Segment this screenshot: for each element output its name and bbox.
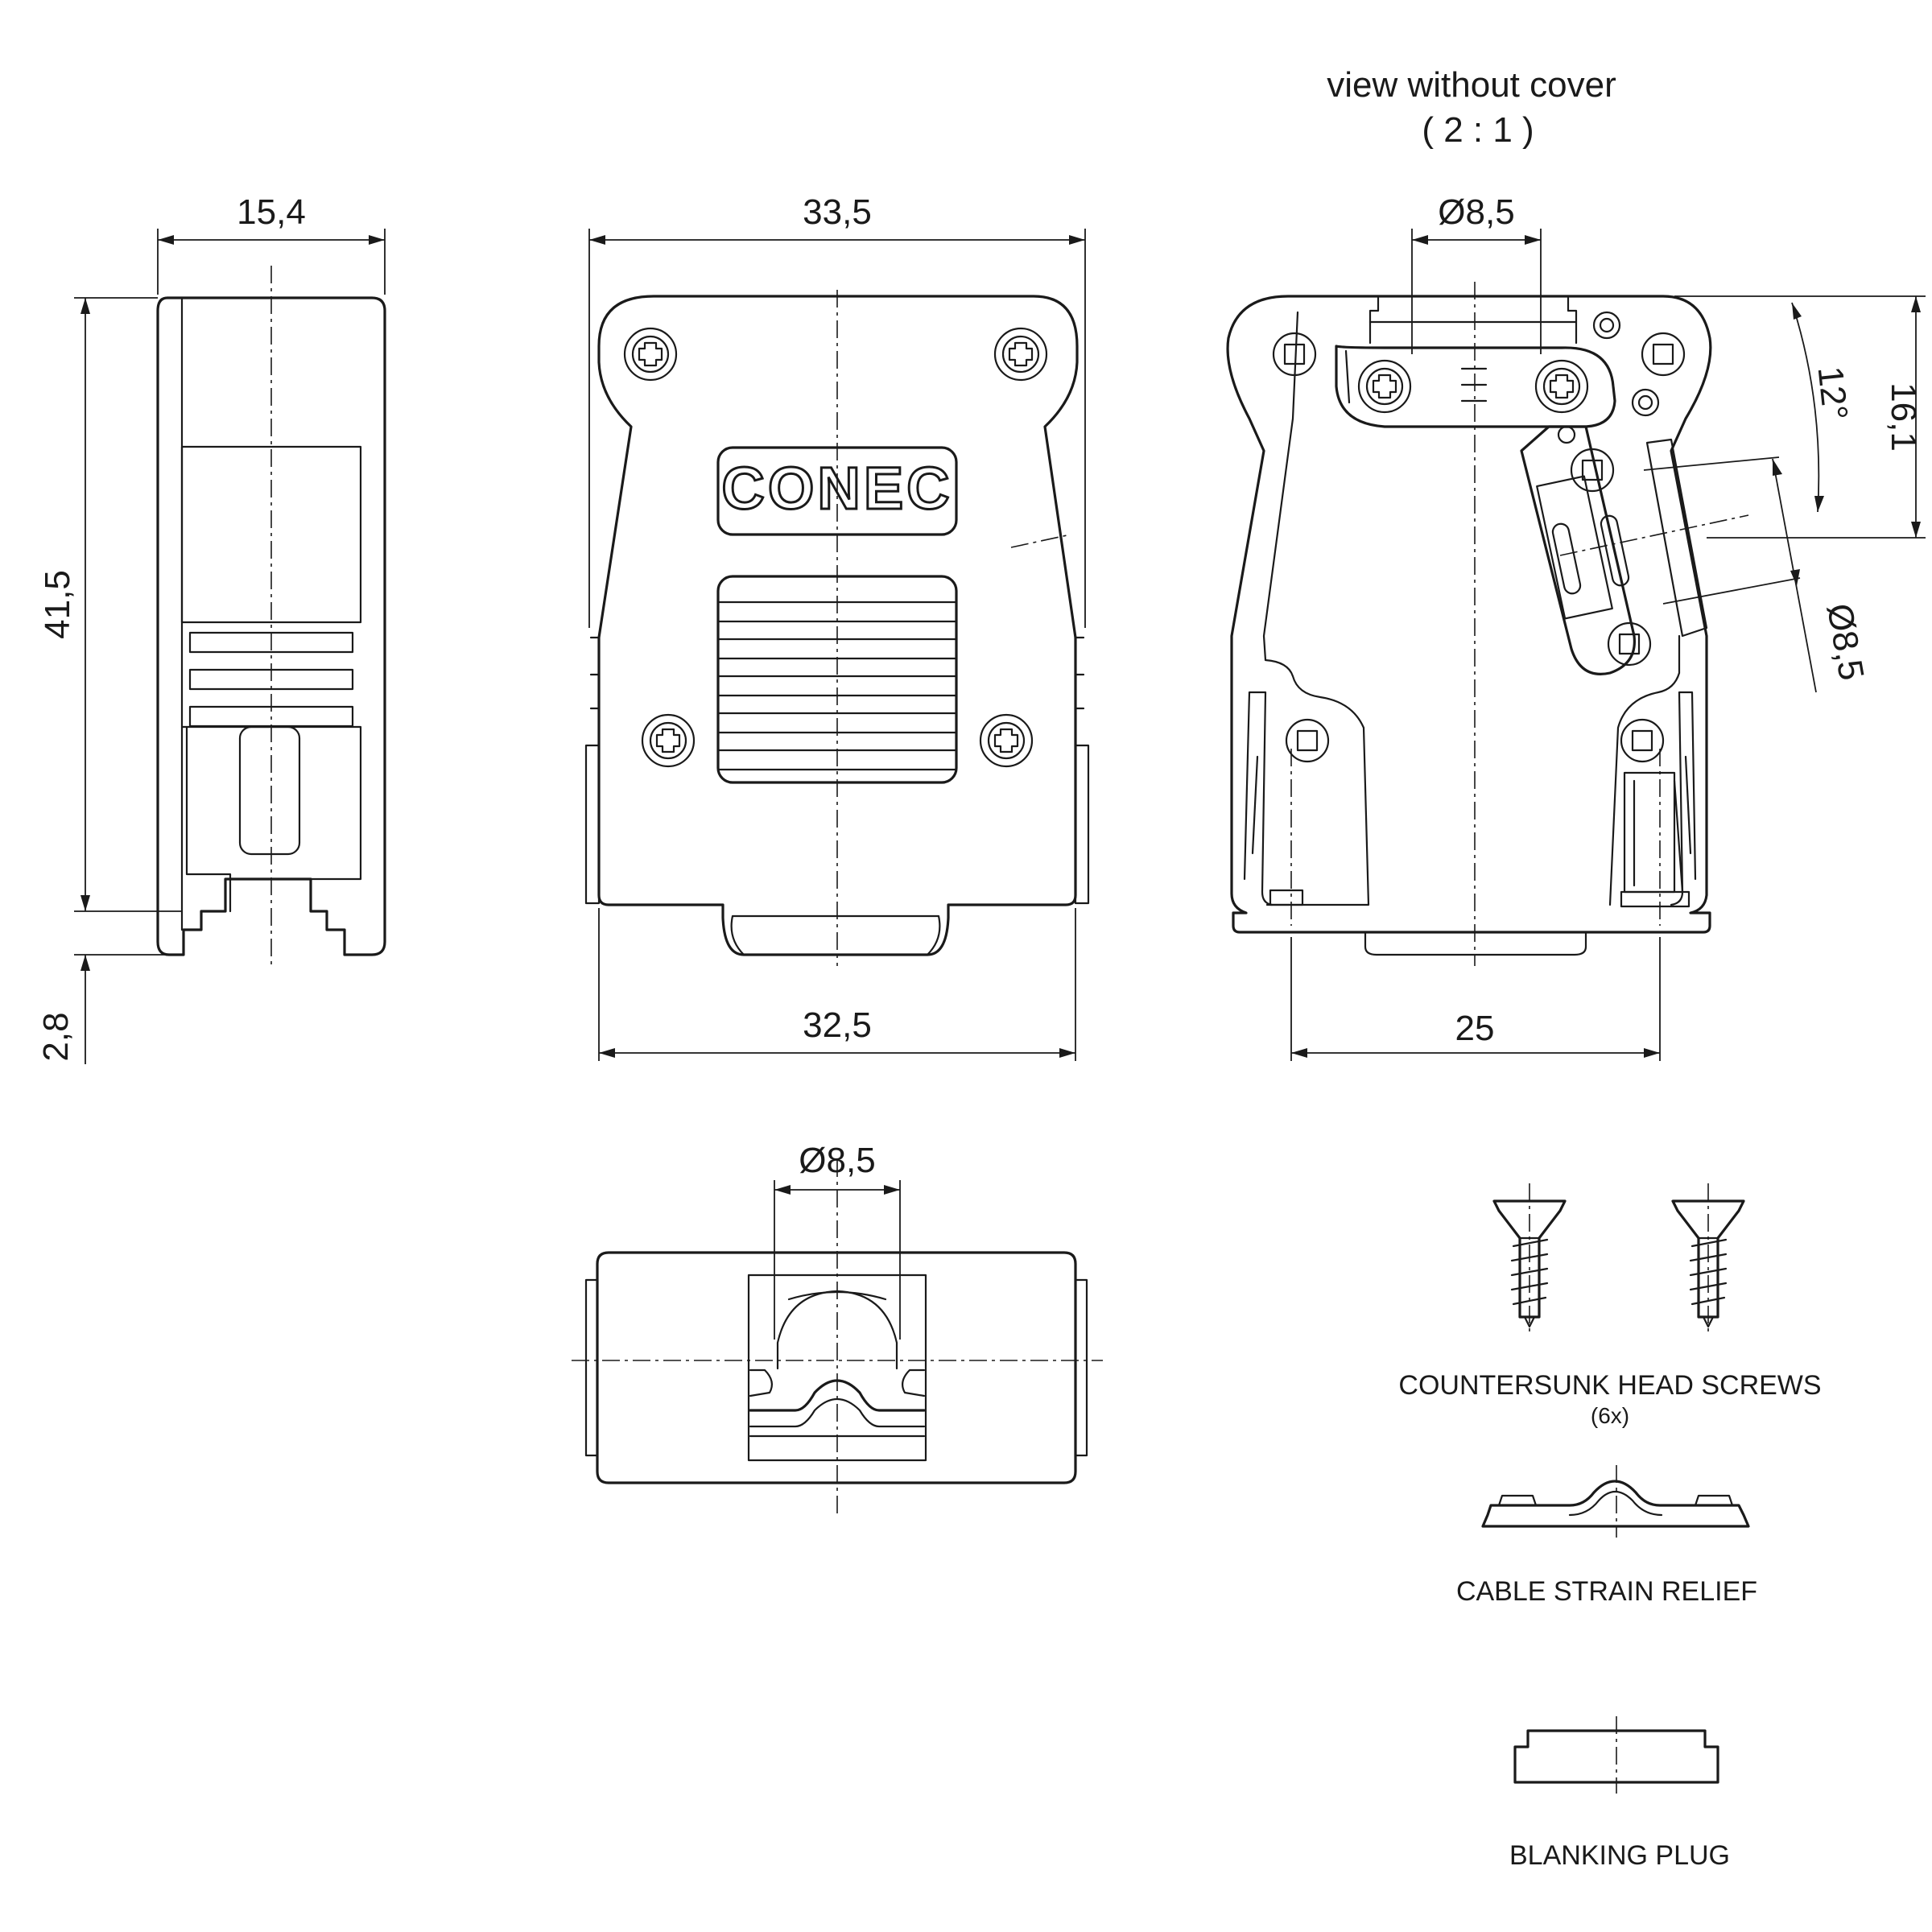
screws-quantity: (6x): [1591, 1403, 1629, 1428]
strain-relief-caption: CABLE STRAIN RELIEF: [1456, 1576, 1757, 1607]
screw-bottom-left-icon: [641, 713, 696, 768]
bottom-dimensions: Ø8,5: [774, 1141, 901, 1340]
screw-bottom-right-icon: [979, 713, 1034, 768]
inner-view: view without cover ( 2 : 1 ): [1226, 65, 1749, 966]
bolt-bottom-left-icon: [1285, 718, 1330, 763]
dim-inner-angled-diameter: Ø8,5: [1819, 601, 1872, 683]
blanking-plug-caption: BLANKING PLUG: [1509, 1840, 1730, 1871]
dim-side-lip: 2,8: [36, 1012, 76, 1061]
dim-inner-bottom-width: 25: [1455, 1009, 1495, 1048]
dim-front-top-width: 33,5: [803, 192, 872, 232]
screw-top-right-icon: [993, 327, 1048, 382]
dim-bottom-diameter: Ø8,5: [799, 1141, 875, 1180]
bottom-view: [572, 1159, 1103, 1513]
inner-dimensions: Ø8,5 16,1 12° Ø8,5 25: [1290, 192, 1926, 1061]
dim-side-width: 15,4: [237, 192, 306, 232]
bolt-bottom-right-icon: [1620, 718, 1665, 763]
front-dimensions: 33,5 32,5: [588, 192, 1086, 1061]
view-scale: ( 2 : 1 ): [1422, 110, 1534, 150]
dim-inner-angle: 12°: [1810, 365, 1856, 422]
dim-front-bottom-width: 32,5: [803, 1005, 872, 1045]
view-title: view without cover: [1327, 65, 1616, 105]
dim-inner-top-diameter: Ø8,5: [1438, 192, 1514, 232]
countersunk-screw-right-icon: [1671, 1183, 1745, 1336]
side-dimensions: 15,4 41,5 2,8: [36, 192, 386, 1064]
countersunk-screw-left-icon: [1492, 1183, 1567, 1336]
dim-inner-angle-height: 16,1: [1884, 382, 1923, 452]
front-view: CONEC: [584, 290, 1090, 966]
logo-text: CONEC: [721, 455, 952, 522]
screws-caption: COUNTERSUNK HEAD SCREWS: [1398, 1370, 1821, 1401]
accessory-screws: COUNTERSUNK HEAD SCREWS (6x): [1398, 1183, 1822, 1428]
accessory-blanking-plug: BLANKING PLUG: [1509, 1716, 1730, 1871]
dim-side-height: 41,5: [38, 570, 77, 639]
clamp-screw-right-icon: [1534, 359, 1589, 414]
screw-top-left-icon: [623, 327, 678, 382]
clamp-screw-left-icon: [1357, 359, 1412, 414]
accessory-strain-relief: CABLE STRAIN RELIEF: [1456, 1465, 1757, 1607]
side-view: [156, 266, 386, 966]
bolt-top-right-icon: [1641, 332, 1686, 377]
